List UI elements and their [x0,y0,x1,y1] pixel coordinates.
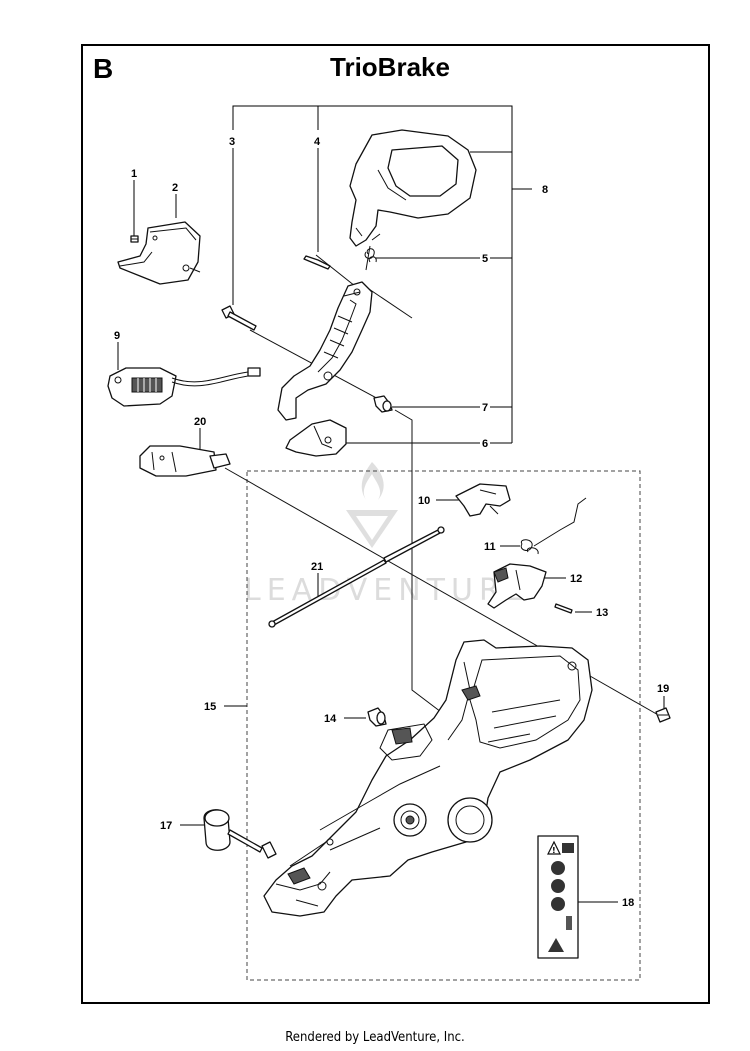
callout-3: 3 [229,136,235,148]
watermark-flame-icon [361,462,384,500]
manual-book-icon [562,843,574,853]
part-12-trigger [487,563,547,609]
callout-5: 5 [482,253,488,265]
callout-10: 10 [418,495,430,507]
footer-credit: Rendered by LeadVenture, Inc. [285,1030,465,1045]
watermark-text: LEADVENTURE [244,573,531,608]
assembly-15-box [246,470,641,981]
watermark-v-icon [346,510,398,548]
callout-19: 19 [657,683,669,695]
watermark: LEADVENTURE [244,462,531,608]
prohibited-icon [551,897,565,911]
part-2-bracket [117,221,201,285]
decal-code-icon [566,916,572,930]
part-8-hand-guard [349,129,477,247]
callout-7: 7 [482,402,488,414]
warning-triangle-icon [547,840,561,855]
callout-8: 8 [542,184,548,196]
kickback-warning-icon [548,938,564,952]
part-15-housing [263,639,593,917]
part-14-bushing [367,707,387,727]
callout-9: 9 [114,330,120,342]
part-4-pin [303,255,331,270]
callout-12: 12 [570,573,582,585]
callout-15: 15 [204,701,216,713]
diagram-frame [81,44,710,1004]
ear-protection-icon [551,861,565,875]
part-6-cover [285,419,347,457]
part-7-bushing [373,395,393,413]
diagram-title: TrioBrake [330,52,450,82]
no-one-hand-icon [551,879,565,893]
callout-20: 20 [194,416,206,428]
callout-1: 1 [131,168,137,180]
part-17-buffer [203,809,277,859]
callout-14: 14 [324,713,337,725]
callout-21: 21 [311,561,323,573]
part-13-pin [554,603,573,614]
part-3-bolt [221,305,257,331]
bracket-lines [232,105,532,444]
part-11-spring [520,497,587,555]
callout-4: 4 [314,136,321,148]
part-9-switch [107,367,261,407]
callout-labels: 1 2 3 4 5 6 7 8 9 10 11 12 13 14 15 17 1… [114,136,669,909]
part-19-screw [655,707,671,723]
part-1-screw [130,235,139,243]
svg-text:!: ! [552,846,556,855]
part-10-lock [455,483,511,517]
callout-13: 13 [596,607,608,619]
section-letter: B [93,53,114,84]
callout-17: 17 [160,820,172,832]
callout-6: 6 [482,438,488,450]
part-21-rod [268,526,445,628]
part-20-plate [139,445,231,477]
callout-11: 11 [484,541,496,553]
part-brake-lever [277,281,373,421]
part-18-decal: ! [537,835,579,959]
callout-18: 18 [622,897,634,909]
callout-2: 2 [172,182,178,194]
part-5-spring [364,233,381,271]
